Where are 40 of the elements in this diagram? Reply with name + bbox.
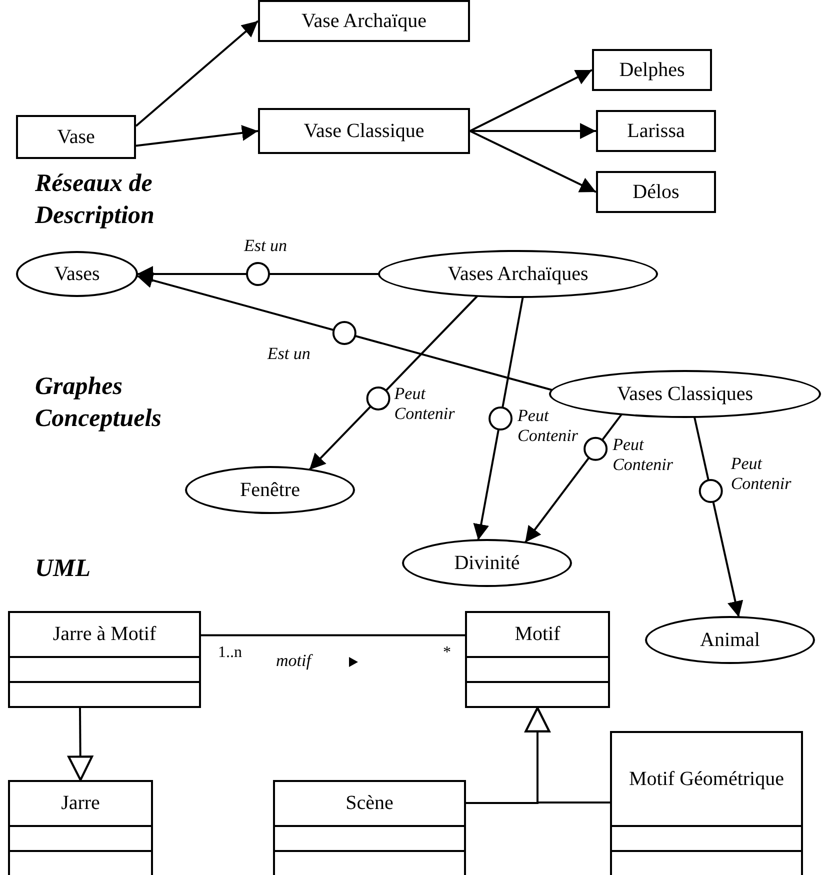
node-text: Jarre à Motif xyxy=(52,623,156,646)
node-text: Motif xyxy=(514,623,560,646)
node-text: Vases Archaïques xyxy=(448,262,588,286)
section-heading: Réseaux de Description xyxy=(35,169,156,231)
edge-label: Peut Contenir xyxy=(730,454,792,494)
node-text: Délos xyxy=(632,180,680,204)
node-text: Vase Classique xyxy=(304,120,424,142)
node-text: Scène xyxy=(346,792,394,815)
node-text: Vase Archaïque xyxy=(302,10,426,32)
node-text: Vase xyxy=(57,126,95,148)
node-text: Motif Géométrique xyxy=(629,768,784,790)
edge-label: Peut Contenir xyxy=(518,406,579,446)
multiplicity-label: * xyxy=(443,644,451,662)
node-text: Larissa xyxy=(627,120,685,142)
class-box xyxy=(465,611,610,708)
node-text: Jarre xyxy=(61,792,100,815)
node-text: Divinité xyxy=(454,552,520,574)
concept-box xyxy=(258,108,470,154)
edge-label: Peut Contenir xyxy=(394,384,456,424)
concept-box xyxy=(596,110,716,152)
concept-box xyxy=(16,115,136,159)
node-text: Vases xyxy=(54,262,100,286)
concept-box xyxy=(258,0,470,42)
class-box xyxy=(273,780,466,875)
node-text: Animal xyxy=(700,628,760,652)
class-box xyxy=(8,611,201,708)
section-heading: Graphes Conceptuels xyxy=(35,372,162,434)
edge-label: motif xyxy=(276,651,311,671)
multiplicity-label: 1..n xyxy=(218,644,242,662)
edge-label: Peut Contenir xyxy=(612,434,674,475)
concept-box xyxy=(596,171,716,213)
node-text: Fenêtre xyxy=(240,478,300,502)
class-box xyxy=(8,780,153,875)
node-text: Delphes xyxy=(619,58,685,82)
section-heading: UML xyxy=(35,554,92,584)
node-text: Vases Classiques xyxy=(616,382,754,406)
edge-label: Est un xyxy=(267,344,310,364)
concept-box xyxy=(592,49,712,91)
edge-label: Est un xyxy=(244,236,287,256)
class-box xyxy=(610,731,803,875)
